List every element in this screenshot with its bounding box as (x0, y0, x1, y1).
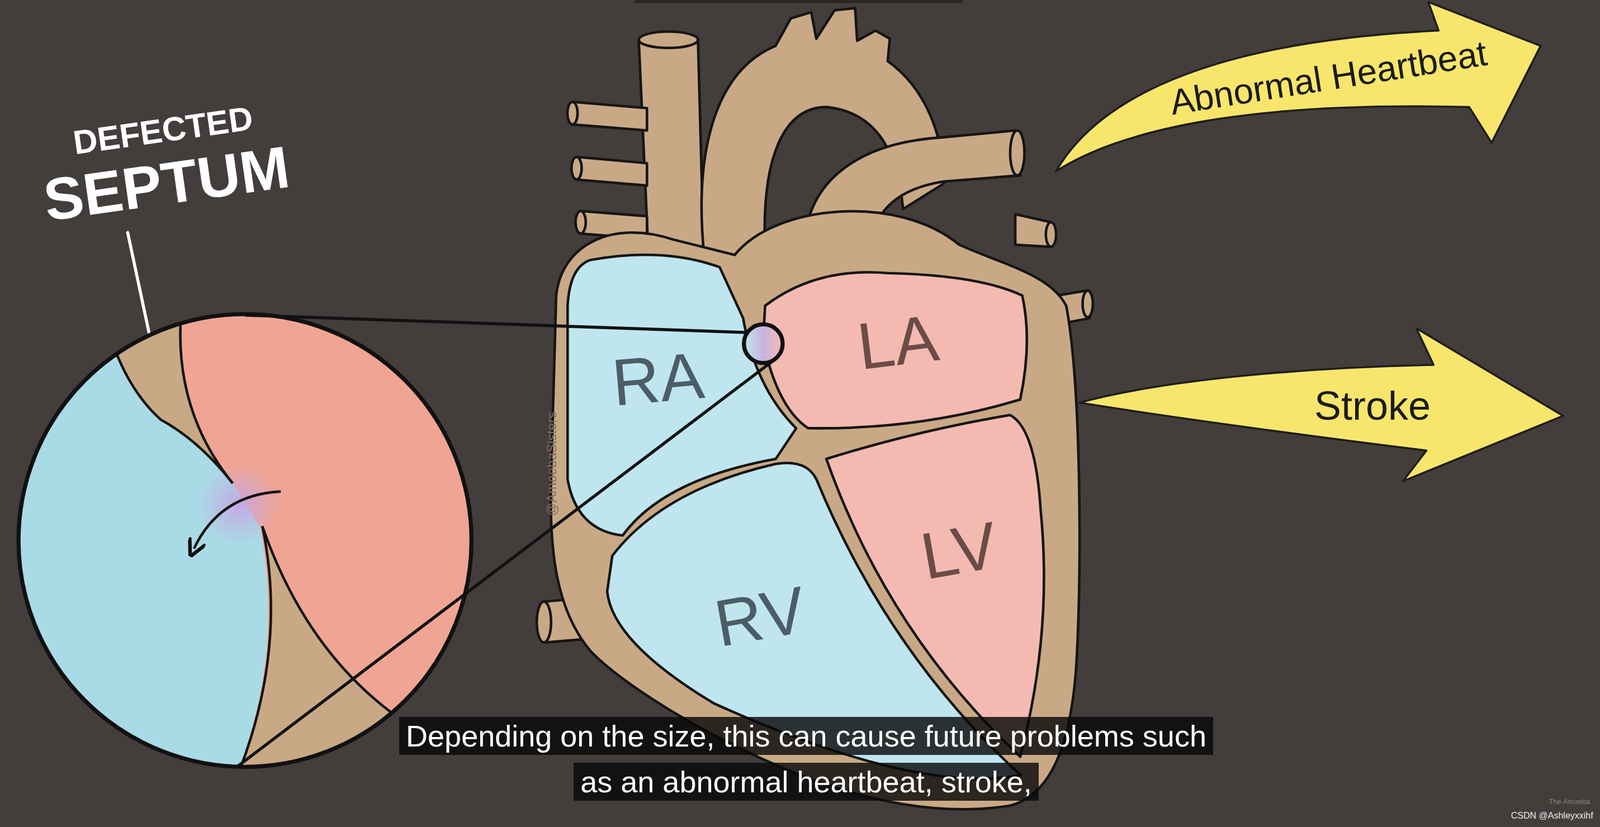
watermark: @AmoebaSisters (544, 412, 560, 517)
zoom-circle (18, 314, 472, 768)
chamber-label: LA (853, 301, 943, 384)
shape-outline (1079, 328, 1564, 482)
chamber-label: RA (609, 339, 708, 420)
logo-text: The Amoeba (1548, 798, 1590, 807)
watermark: CSDN @Ashleyxxihf (1511, 811, 1594, 822)
label-anchor: @AmoebaSisters (0, 0, 105, 15)
chamber-label: LV (915, 508, 1003, 594)
arrow-callout: Stroke (1073, 324, 1570, 488)
zoom-line (244, 315, 746, 333)
shape-outline (826, 415, 1044, 757)
zoom-line (237, 358, 776, 768)
caption: Depending on the size, this can cause fu… (399, 717, 1214, 802)
leader-line (127, 232, 151, 343)
label-anchor: CSDN @Ashleyxxihf (0, 0, 83, 11)
heart-chamber: LV (821, 408, 1057, 766)
magnifier-circle (744, 324, 783, 363)
top-bar (634, 0, 963, 3)
label-anchor: SEPTUM (0, 0, 248, 66)
label-anchor: The Amoeba (0, 0, 42, 8)
heart-chamber: LA (756, 259, 1038, 436)
shape-outline (763, 272, 1027, 429)
shape-outline (1056, 2, 1541, 172)
arrow-callout: Abnormal Heartbeat (1048, 0, 1547, 180)
arrow-label: Stroke (1314, 384, 1431, 429)
label-anchor: DEFECTED (0, 0, 181, 37)
caption-band: Depending on the size, this can cause fu… (398, 713, 1215, 806)
